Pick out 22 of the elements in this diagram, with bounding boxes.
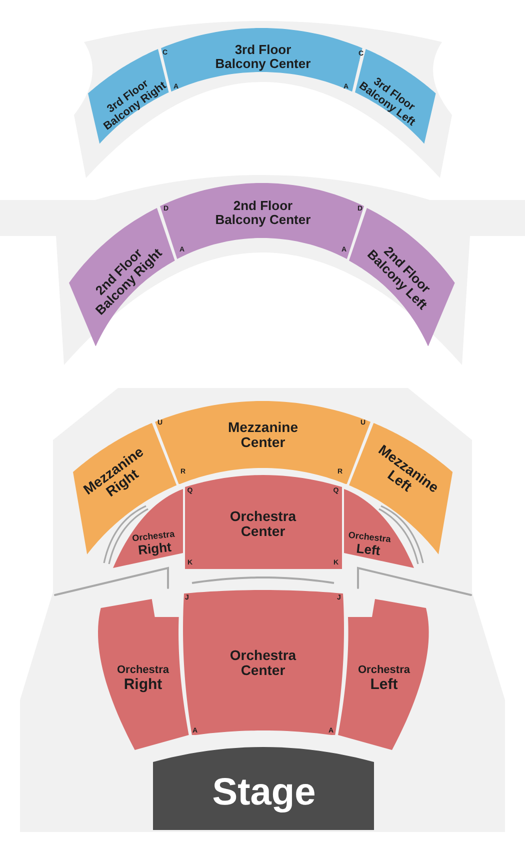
stage-label: Stage: [212, 772, 316, 814]
section-label: Orchestra Right: [116, 662, 170, 694]
seating-section: [183, 590, 344, 735]
seating-section: [354, 49, 436, 144]
section-label: Orchestra Right: [130, 528, 176, 558]
section-label: Orchestra Center: [229, 508, 297, 540]
seating-section: [185, 475, 342, 569]
seating-section: [338, 599, 429, 750]
seating-section: [98, 599, 189, 750]
section-label: 2nd Floor Balcony Center: [214, 198, 312, 228]
seating-section: [88, 49, 170, 144]
section-label: Orchestra Center: [229, 648, 297, 678]
section-label: Mezzanine Center: [226, 420, 299, 450]
seating-section: [69, 208, 175, 346]
seating-section: [73, 423, 177, 555]
section-label: 3rd Floor Balcony Center: [214, 42, 312, 72]
stage-area: [153, 747, 374, 830]
section-label: Orchestra Left: [358, 662, 410, 694]
seating-section: [349, 423, 453, 555]
seating-section: [349, 208, 455, 346]
seating-section: [155, 401, 371, 484]
section-label: Orchestra Left: [346, 528, 392, 560]
